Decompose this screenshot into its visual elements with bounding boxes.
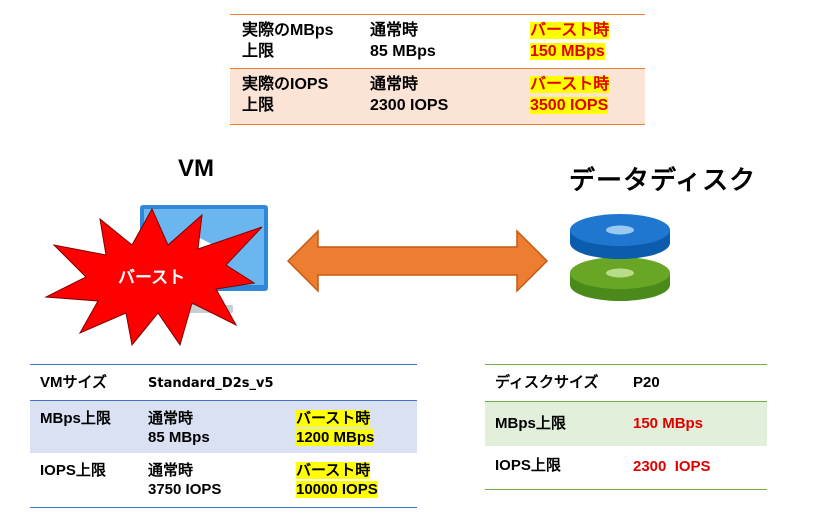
double-arrow-icon (286, 229, 549, 293)
burst-label: バースト (118, 268, 186, 287)
vm-size-label: VMサイズ (40, 374, 108, 391)
disk-iops-label: IOPS上限 (495, 457, 561, 474)
disk-size-value: P20 (633, 374, 660, 391)
vm-size-row: VMサイズ Standard_D2s_v5 (30, 365, 417, 401)
disk-mbps-row: MBps上限 150 MBps (485, 402, 767, 446)
vm-size-value: Standard_D2s_v5 (148, 376, 274, 391)
burst-star-icon (44, 207, 263, 347)
disk-size-label: ディスクサイズ (495, 374, 599, 391)
vm-title: VM (178, 155, 214, 182)
disk-spec-table: ディスクサイズ P20 MBps上限 150 MBps IOPS上限 2300 … (485, 364, 767, 490)
disk-icon (570, 214, 670, 301)
disk-mbps-label: MBps上限 (495, 415, 566, 432)
disk-iops-value: 2300 IOPS (633, 458, 711, 475)
disk-iops-row: IOPS上限 2300 IOPS (485, 446, 767, 489)
disk-mbps-value: 150 MBps (633, 415, 704, 432)
disk-size-row: ディスクサイズ P20 (485, 365, 767, 402)
vm-iops-label: IOPS上限 (40, 462, 106, 479)
data-disk-title: データディスク (569, 165, 757, 195)
vm-mbps-label: MBps上限 (40, 410, 111, 427)
